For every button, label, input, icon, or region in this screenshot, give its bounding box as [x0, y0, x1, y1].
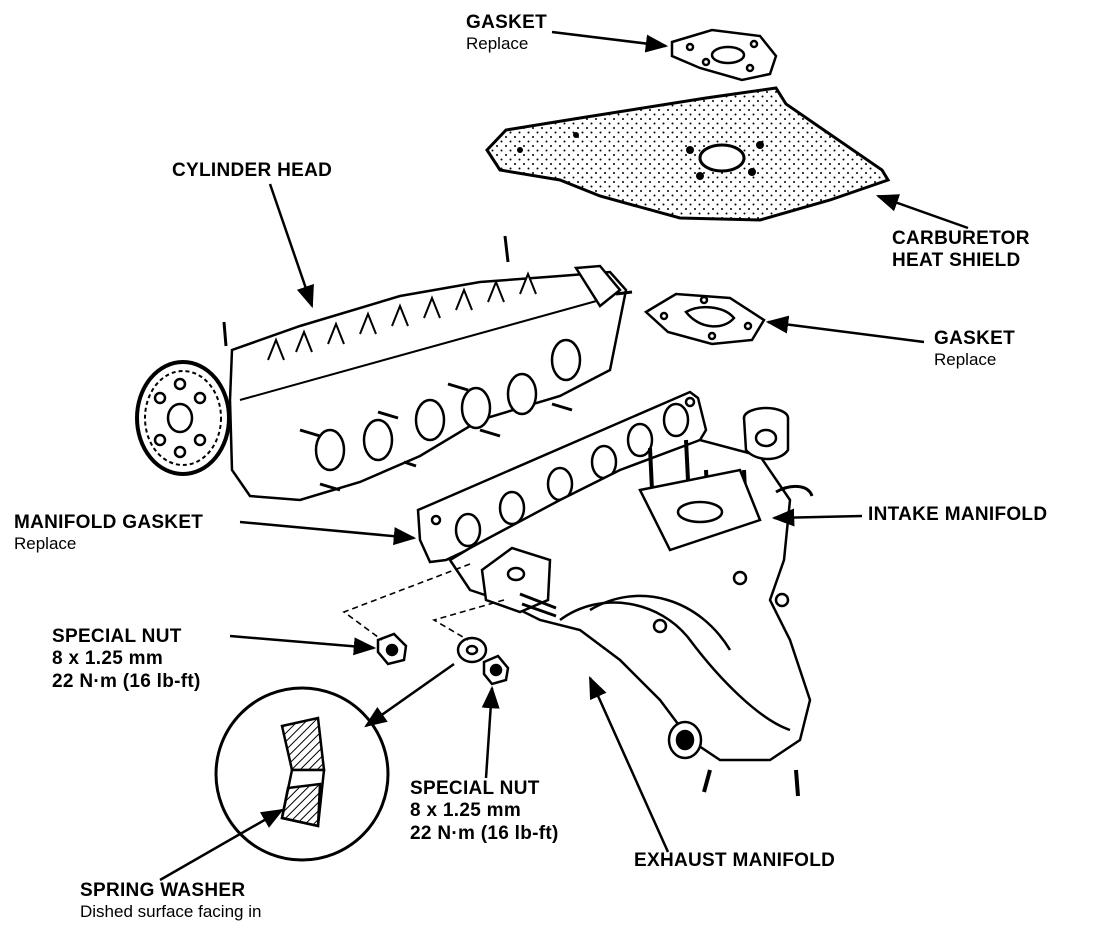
carburetor-heat-shield-part	[485, 86, 891, 222]
label-manifold-gasket-sub: Replace	[14, 534, 77, 554]
label-exhaust-manifold: EXHAUST MANIFOLD	[634, 850, 835, 872]
label-manifold-gasket: MANIFOLD GASKET Replace	[14, 512, 203, 554]
label-gasket-right-title: GASKET	[934, 328, 1015, 349]
label-special-nut-bottom-line2: 8 x 1.25 mm	[410, 800, 522, 822]
label-manifold-gasket-title: MANIFOLD GASKET	[14, 512, 204, 533]
label-special-nut-left-line2: 8 x 1.25 mm	[52, 648, 164, 670]
top-gasket-part	[670, 28, 778, 82]
label-special-nut-bottom-line3: 22 N·m (16 lb-ft)	[410, 822, 559, 844]
special-nut-right-part	[482, 654, 510, 686]
label-carburetor-line1: CARBURETOR	[892, 228, 1030, 249]
label-special-nut-left-line1: SPECIAL NUT	[52, 626, 182, 647]
arrow-heat-shield	[875, 194, 969, 230]
cam-sprocket-part	[135, 360, 231, 476]
arrow-spring-washer	[159, 808, 284, 882]
intake-exhaust-manifold-part	[448, 406, 814, 797]
label-carburetor-heat-shield: CARBURETOR HEAT SHIELD	[892, 228, 1030, 273]
label-gasket-top-title: GASKET	[466, 12, 547, 33]
spring-washer-detail	[214, 686, 390, 862]
arrow-washer-to-detail	[364, 662, 455, 728]
label-gasket-top: GASKET Replace	[466, 12, 547, 54]
arrow-gasket-top	[551, 30, 669, 53]
arrow-exhaust-manifold	[588, 675, 670, 853]
label-spring-washer-sub: Dished surface facing in	[80, 902, 262, 922]
arrow-special-nut-bottom	[481, 685, 500, 779]
label-exhaust-manifold-title: EXHAUST MANIFOLD	[634, 850, 836, 871]
spring-washer-part	[456, 636, 488, 664]
label-cylinder-head-title: CYLINDER HEAD	[172, 160, 333, 181]
label-gasket-right: GASKET Replace	[934, 328, 1015, 370]
label-spring-washer: SPRING WASHER Dished surface facing in	[80, 880, 261, 922]
label-gasket-right-sub: Replace	[934, 350, 997, 370]
label-cylinder-head: CYLINDER HEAD	[172, 160, 332, 182]
arrow-cylinder-head	[268, 183, 314, 309]
label-spring-washer-title: SPRING WASHER	[80, 880, 246, 901]
label-intake-manifold-title: INTAKE MANIFOLD	[868, 504, 1048, 525]
arrow-intake-manifold	[771, 508, 863, 527]
arrow-special-nut-left	[229, 634, 377, 656]
label-carburetor-line2: HEAT SHIELD	[892, 250, 1021, 272]
label-intake-manifold: INTAKE MANIFOLD	[868, 504, 1047, 526]
label-special-nut-bottom: SPECIAL NUT 8 x 1.25 mm 22 N·m (16 lb-ft…	[410, 778, 559, 845]
arrow-manifold-gasket	[239, 520, 417, 546]
label-special-nut-bottom-line1: SPECIAL NUT	[410, 778, 540, 799]
special-nut-left-part	[376, 632, 408, 666]
right-gasket-part	[643, 292, 766, 346]
label-special-nut-left-line3: 22 N·m (16 lb-ft)	[52, 670, 201, 692]
label-special-nut-left: SPECIAL NUT 8 x 1.25 mm 22 N·m (16 lb-ft…	[52, 626, 201, 693]
label-gasket-top-sub: Replace	[466, 34, 529, 54]
cylinder-head-part	[135, 235, 633, 502]
arrow-gasket-right	[765, 315, 925, 344]
